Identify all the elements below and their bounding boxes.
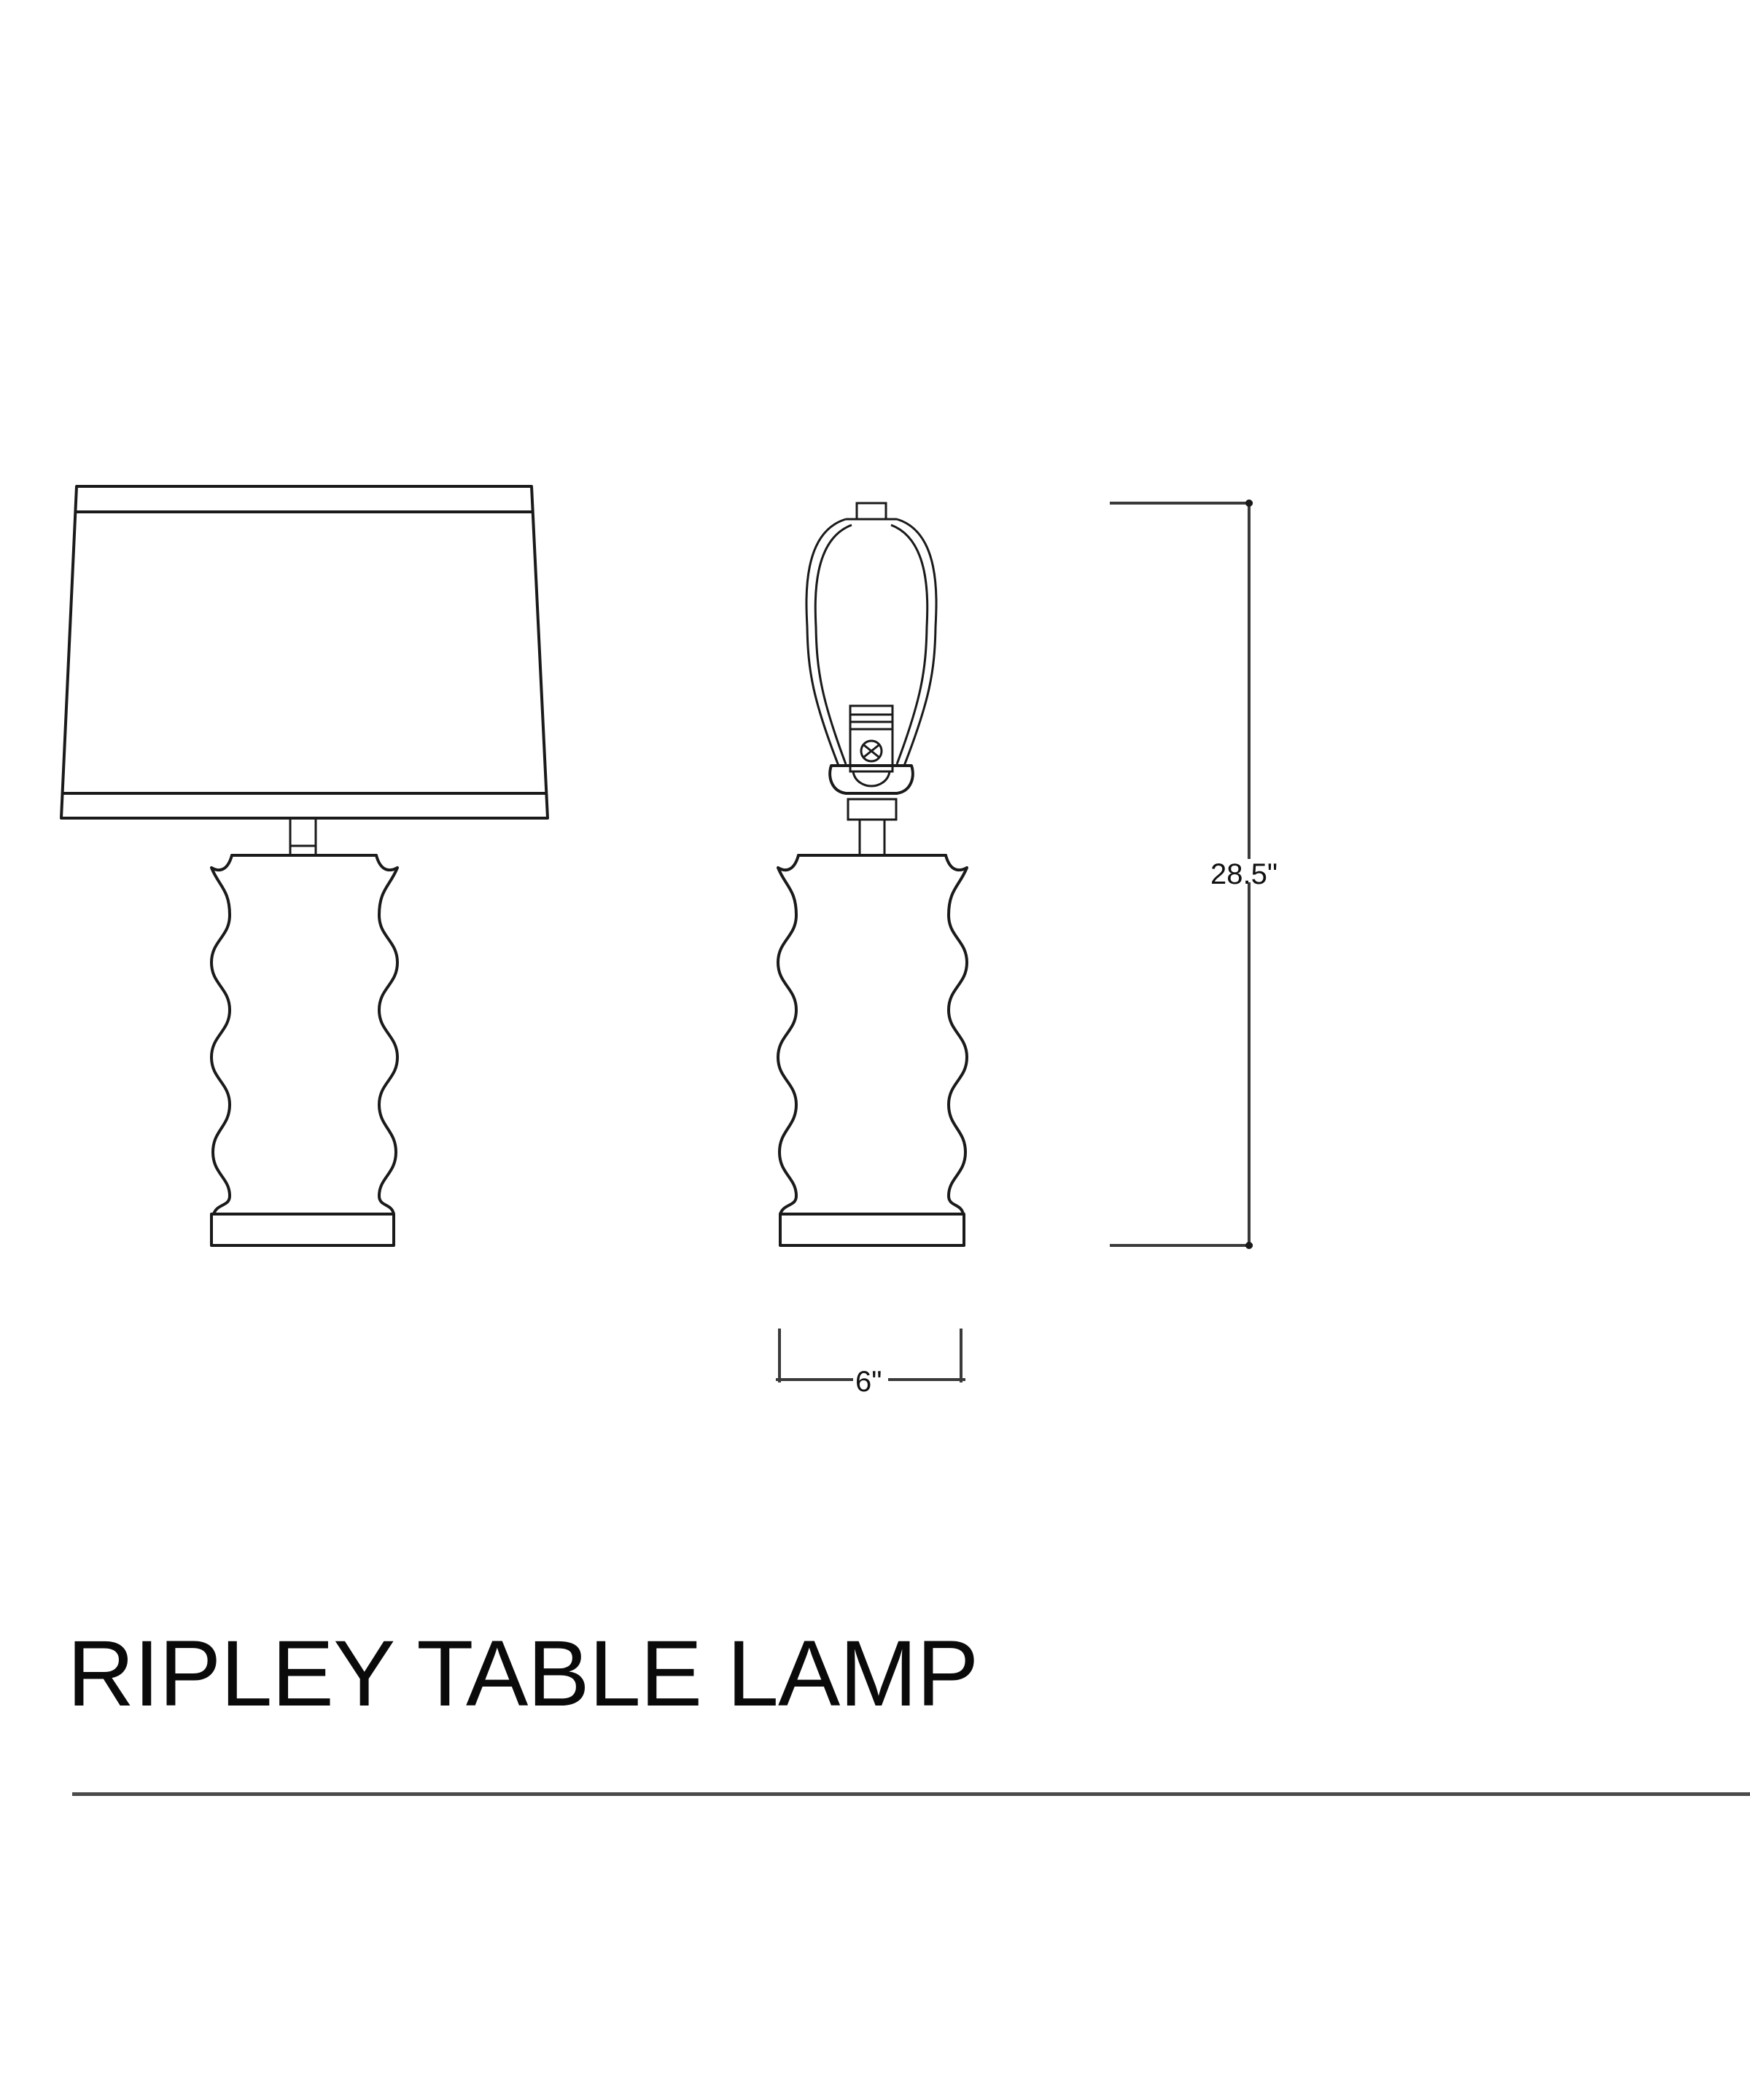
width-label: 6" (855, 1366, 882, 1398)
lamp-socket (828, 704, 914, 857)
width-dimension (776, 1329, 965, 1382)
lamp-body-side (777, 854, 968, 1247)
page-title: RIPLEY TABLE LAMP (67, 1622, 979, 1726)
divider-rule (72, 1792, 1750, 1796)
lamp-shade (60, 485, 549, 820)
lamp-body-front (210, 854, 399, 1247)
lamp-harp (805, 502, 938, 766)
height-dimension (1110, 499, 1253, 1249)
height-label: 28.5" (1210, 858, 1278, 890)
lamp-neck (289, 817, 317, 857)
